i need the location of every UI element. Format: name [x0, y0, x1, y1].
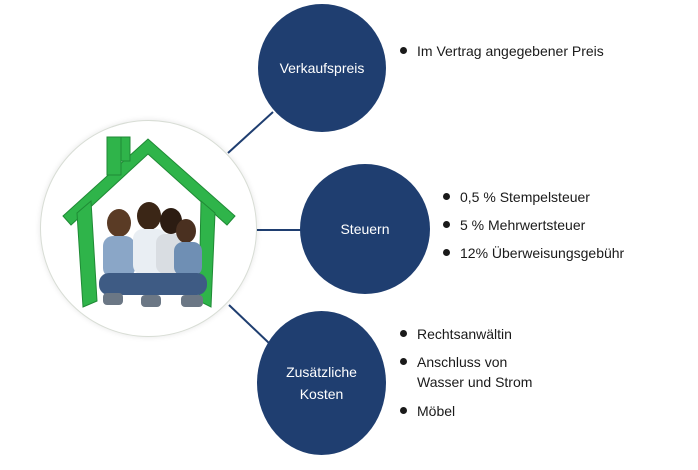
list-item: 5 % Mehrwertsteuer: [443, 215, 693, 235]
list-item: 12% Überweisungsgebühr: [443, 243, 693, 263]
list-item: Anschluss von Wasser und Strom: [400, 352, 540, 392]
node-label: Zusätzliche Kosten: [286, 364, 357, 402]
family-figures: [99, 202, 207, 307]
node-label: Steuern: [340, 221, 390, 237]
house-frame: [62, 136, 236, 308]
connector-zusaetzliche-kosten: [228, 304, 271, 345]
house-with-family-icon: [62, 136, 236, 308]
list-steuern: 0,5 % Stempelsteuer 5 % Mehrwertsteuer 1…: [443, 187, 693, 271]
connector-verkaufspreis: [227, 111, 274, 154]
list-zusaetzliche-kosten: Rechtsanwältin Anschluss von Wasser und …: [400, 324, 540, 429]
hub-image: [40, 120, 257, 337]
node-verkaufspreis: Verkaufspreis: [258, 4, 386, 132]
list-item: Möbel: [400, 401, 540, 421]
list-verkaufspreis: Im Vertrag angegebener Preis: [400, 41, 660, 69]
list-item: Rechtsanwältin: [400, 324, 540, 344]
node-label: Verkaufspreis: [279, 60, 365, 76]
list-item: 0,5 % Stempelsteuer: [443, 187, 693, 207]
node-zusaetzliche-kosten: Zusätzliche Kosten: [257, 311, 386, 455]
list-item: Im Vertrag angegebener Preis: [400, 41, 660, 61]
node-steuern: Steuern: [300, 164, 430, 294]
